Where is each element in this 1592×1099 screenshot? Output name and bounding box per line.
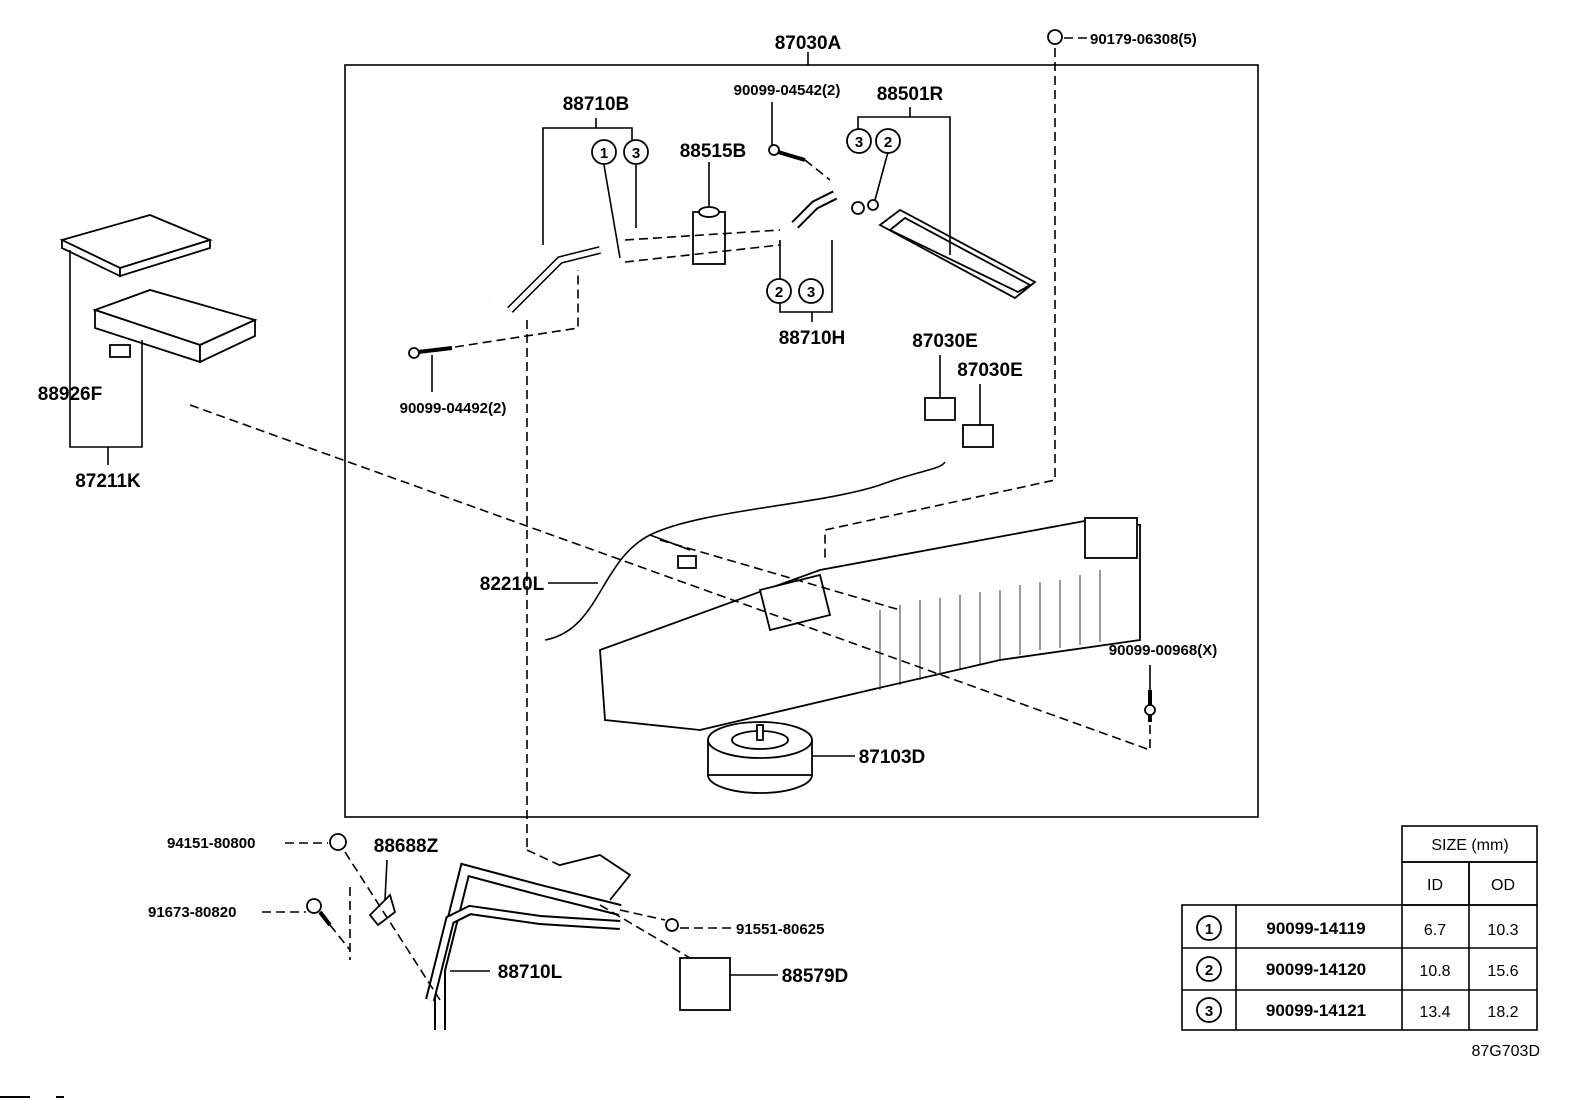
bolt-left-part[interactable] bbox=[408, 346, 453, 359]
svg-text:3: 3 bbox=[1205, 1003, 1213, 1020]
svg-text:3: 3 bbox=[632, 145, 640, 162]
svg-text:13.4: 13.4 bbox=[1419, 1004, 1450, 1021]
label-87103d: 87103D bbox=[859, 747, 926, 768]
svg-text:18.2: 18.2 bbox=[1487, 1004, 1518, 1021]
svg-text:15.6: 15.6 bbox=[1487, 963, 1518, 980]
air-filter-part[interactable] bbox=[59, 214, 258, 364]
label-88688z: 88688Z bbox=[374, 836, 439, 857]
blower-motor-part[interactable] bbox=[707, 721, 813, 794]
label-88579d: 88579D bbox=[782, 966, 849, 987]
callout-3: 3 bbox=[798, 278, 824, 304]
svg-text:90099-14119: 90099-14119 bbox=[1266, 919, 1365, 938]
evaporator-part[interactable] bbox=[851, 199, 1037, 300]
table-header-od: OD bbox=[1491, 877, 1515, 894]
label-87030a: 87030A bbox=[775, 33, 842, 54]
callout-3: 3 bbox=[623, 139, 649, 165]
table-row: 3 90099-14121 13.4 18.2 bbox=[1196, 997, 1519, 1023]
connector-1-part[interactable] bbox=[924, 397, 956, 421]
svg-text:10.3: 10.3 bbox=[1487, 922, 1518, 939]
label-87030e-2: 87030E bbox=[957, 360, 1023, 381]
svg-text:2: 2 bbox=[775, 284, 783, 301]
label-bolt-bottom: 91673-80820 bbox=[148, 904, 236, 921]
pad-part[interactable] bbox=[679, 957, 731, 1011]
svg-text:1: 1 bbox=[1205, 921, 1213, 938]
svg-text:90099-14120: 90099-14120 bbox=[1266, 960, 1366, 979]
label-screw-top: 90099-04542(2) bbox=[734, 82, 841, 99]
label-grommet: 94151-80800 bbox=[167, 835, 255, 852]
label-nut: 90179-06308(5) bbox=[1090, 31, 1197, 48]
svg-text:90099-14121: 90099-14121 bbox=[1266, 1001, 1366, 1020]
bracket-part[interactable] bbox=[368, 893, 397, 927]
label-87211k: 87211K bbox=[75, 471, 141, 492]
callout-2: 2 bbox=[766, 278, 792, 304]
table-header-size: SIZE (mm) bbox=[1431, 837, 1508, 854]
screw-bottom-part[interactable] bbox=[665, 918, 679, 932]
svg-text:1: 1 bbox=[600, 145, 608, 162]
label-87030e-1: 87030E bbox=[912, 331, 978, 352]
table-row: 2 90099-14120 10.8 15.6 bbox=[1196, 956, 1519, 982]
bolt-bottom-part[interactable] bbox=[306, 898, 332, 927]
pipe-88710b-part[interactable] bbox=[485, 224, 615, 313]
connector-2-part[interactable] bbox=[962, 424, 994, 448]
svg-text:3: 3 bbox=[807, 284, 815, 301]
label-bolt-left: 90099-04492(2) bbox=[400, 400, 507, 417]
svg-text:2: 2 bbox=[1205, 962, 1213, 979]
label-82210l: 82210L bbox=[480, 574, 545, 595]
table-header-id: ID bbox=[1427, 877, 1443, 894]
size-table: SIZE (mm) ID OD 1 90099-14119 6.7 10.3 2… bbox=[1181, 825, 1538, 1031]
screw-right-part[interactable] bbox=[1144, 690, 1156, 722]
pipe-88710l-part[interactable] bbox=[425, 854, 632, 1030]
label-88710h: 88710H bbox=[779, 328, 846, 349]
diagram-id: 87G703D bbox=[1472, 1043, 1541, 1060]
svg-text:6.7: 6.7 bbox=[1424, 922, 1446, 939]
grommet-part[interactable] bbox=[329, 833, 347, 851]
callout-2: 2 bbox=[875, 128, 901, 154]
assembly-frame bbox=[344, 64, 1259, 818]
label-screw-bottom: 91551-80625 bbox=[736, 921, 824, 938]
wire-harness-part[interactable] bbox=[544, 461, 946, 641]
expansion-valve-part[interactable] bbox=[692, 206, 726, 265]
label-88926f: 88926F bbox=[38, 384, 102, 405]
svg-text:10.8: 10.8 bbox=[1419, 963, 1450, 980]
label-88501r: 88501R bbox=[877, 84, 944, 105]
label-88710l: 88710L bbox=[498, 962, 563, 983]
label-88515b: 88515B bbox=[680, 141, 747, 162]
table-row: 1 90099-14119 6.7 10.3 bbox=[1196, 915, 1519, 941]
nut-top-part[interactable] bbox=[1047, 29, 1063, 45]
callout-3: 3 bbox=[846, 128, 872, 154]
callout-1: 1 bbox=[591, 139, 617, 165]
svg-text:3: 3 bbox=[855, 134, 863, 151]
label-screw-right: 90099-00968(X) bbox=[1109, 642, 1217, 659]
svg-text:2: 2 bbox=[884, 134, 892, 151]
hvac-case-part[interactable] bbox=[599, 517, 1141, 731]
screw-top-part[interactable] bbox=[768, 144, 806, 162]
label-88710b: 88710B bbox=[563, 94, 630, 115]
